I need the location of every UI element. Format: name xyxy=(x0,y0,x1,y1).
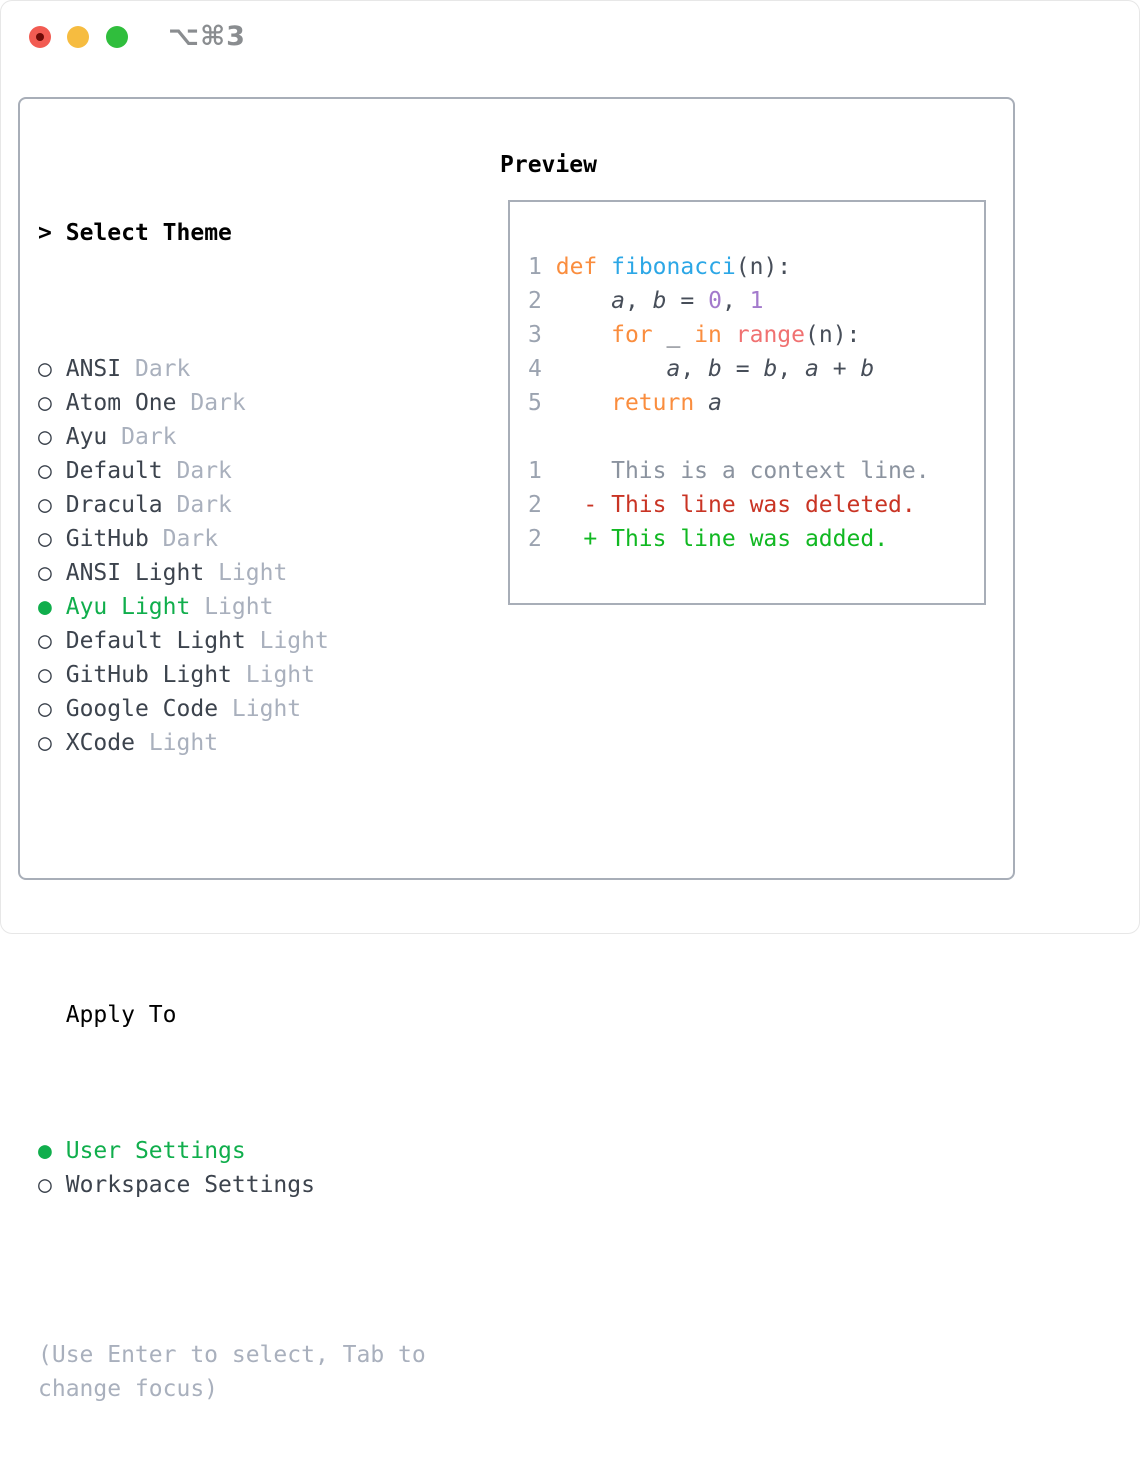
option-label: GitHub Light xyxy=(65,662,232,688)
radio-icon: ○ xyxy=(38,492,52,518)
radio-icon: ○ xyxy=(38,458,52,484)
radio-icon: ○ xyxy=(38,662,52,688)
select-theme-header: > Select Theme xyxy=(38,216,470,250)
option-label: Atom One xyxy=(65,390,177,416)
line-number: 1 xyxy=(528,254,542,280)
apply-option-workspace-settings[interactable]: ○ Workspace Settings xyxy=(38,1168,470,1202)
theme-option-google-code-light[interactable]: ○ Google Code Light xyxy=(38,692,470,726)
option-label: Default Light xyxy=(65,628,246,654)
option-label: GitHub xyxy=(65,526,149,552)
preview-line: 2 a, b = 0, 1 xyxy=(528,288,764,314)
apply-option-user-settings[interactable]: ● User Settings xyxy=(38,1134,470,1168)
theme-option-default-dark[interactable]: ○ Default Dark xyxy=(38,454,470,488)
option-label: Dracula xyxy=(65,492,163,518)
preview-line: 1 This is a context line. xyxy=(528,458,930,484)
theme-variant-tag: Dark xyxy=(190,390,246,416)
theme-variant-tag: Dark xyxy=(134,356,191,382)
theme-option-ayu-light-light[interactable]: ● Ayu Light Light xyxy=(38,590,470,624)
preview-line: 2 - This line was deleted. xyxy=(528,492,916,518)
line-number: 3 xyxy=(528,322,542,348)
preview-code: 1 def fibonacci(n): 2 a, b = 0, 1 3 for _ … xyxy=(510,202,984,556)
radio-selected-icon: ● xyxy=(38,594,52,620)
theme-option-dracula-dark[interactable]: ○ Dracula Dark xyxy=(38,488,470,522)
preview-line: 2 + This line was added. xyxy=(528,526,889,552)
zoom-button[interactable] xyxy=(106,26,128,48)
theme-option-default-light-light[interactable]: ○ Default Light Light xyxy=(38,624,470,658)
theme-variant-tag: Light xyxy=(245,662,315,688)
radio-icon: ○ xyxy=(38,730,52,756)
theme-option-github-light-light[interactable]: ○ GitHub Light Light xyxy=(38,658,470,692)
option-label: ANSI xyxy=(65,356,122,382)
theme-list: ○ ANSI Dark○ Atom One Dark○ Ayu Dark○ De… xyxy=(38,352,470,760)
theme-picker-panel: > Select Theme ○ ANSI Dark○ Atom One Dar… xyxy=(18,97,1015,1402)
apply-to-header: Apply To xyxy=(38,998,470,1032)
theme-option-github-dark[interactable]: ○ GitHub Dark xyxy=(38,522,470,556)
line-number: 2 xyxy=(528,288,542,314)
line-number: 1 xyxy=(528,458,542,484)
option-label: Google Code xyxy=(65,696,219,722)
preview-box: 1 def fibonacci(n): 2 a, b = 0, 1 3 for _ … xyxy=(508,200,986,605)
theme-variant-tag: Light xyxy=(259,628,329,654)
blank-line xyxy=(528,420,984,454)
option-label: User Settings xyxy=(65,1138,246,1164)
option-label: Ayu xyxy=(65,424,108,450)
preview-line: 4 a, b = b, a + b xyxy=(528,356,875,382)
theme-variant-tag: Light xyxy=(204,594,274,620)
theme-variant-tag: Dark xyxy=(162,526,219,552)
theme-variant-tag: Dark xyxy=(176,458,232,484)
option-label: ANSI Light xyxy=(65,560,205,586)
theme-option-ansi-light-light[interactable]: ○ ANSI Light Light xyxy=(38,556,470,590)
radio-icon: ○ xyxy=(38,696,52,722)
line-number: 2 xyxy=(528,492,542,518)
option-label: Ayu Light xyxy=(65,594,191,620)
radio-icon: ○ xyxy=(38,356,52,382)
keyboard-hint: (Use Enter to select, Tab to change focu… xyxy=(38,1342,426,1402)
line-number: 5 xyxy=(528,390,542,416)
radio-icon: ○ xyxy=(38,526,52,552)
radio-icon: ○ xyxy=(38,628,52,654)
preview-line: 3 for _ in range(n): xyxy=(528,322,861,348)
theme-variant-tag: Light xyxy=(218,560,288,586)
theme-variant-tag: Dark xyxy=(176,492,232,518)
option-label: Workspace Settings xyxy=(65,1172,315,1198)
apply-to-title: Apply To xyxy=(65,1002,177,1028)
theme-variant-tag: Light xyxy=(231,696,302,722)
preview-title: Preview xyxy=(500,152,597,178)
preview-line: 5 return a xyxy=(528,390,722,416)
option-label: Default xyxy=(65,458,163,484)
radio-icon: ○ xyxy=(38,390,52,416)
close-button[interactable] xyxy=(29,26,51,48)
line-number: 4 xyxy=(528,356,542,382)
radio-icon: ○ xyxy=(38,1172,52,1198)
theme-option-xcode-light[interactable]: ○ XCode Light xyxy=(38,726,470,760)
title-bar: ⌥⌘3 xyxy=(0,0,1140,75)
spacer xyxy=(38,862,470,896)
theme-option-atom-one-dark[interactable]: ○ Atom One Dark xyxy=(38,386,470,420)
apply-to-list: ● User Settings○ Workspace Settings xyxy=(38,1134,470,1202)
window-title-shortcut: ⌥⌘3 xyxy=(168,21,246,52)
left-column: > Select Theme ○ ANSI Dark○ Atom One Dar… xyxy=(38,148,470,1474)
preview-line: 1 def fibonacci(n): xyxy=(528,254,792,280)
option-label: XCode xyxy=(65,730,135,756)
theme-option-ansi-dark[interactable]: ○ ANSI Dark xyxy=(38,352,470,386)
app-window: ⌥⌘3 > Select Theme ○ ANSI Dark○ Atom One… xyxy=(0,0,1140,1402)
line-number: 2 xyxy=(528,526,542,552)
radio-icon: ○ xyxy=(38,560,52,586)
theme-variant-tag: Dark xyxy=(121,424,177,450)
theme-variant-tag: Light xyxy=(148,730,219,756)
radio-selected-icon: ● xyxy=(38,1138,52,1164)
focus-caret-icon: > xyxy=(38,220,52,246)
select-theme-title: Select Theme xyxy=(65,220,232,246)
minimize-button[interactable] xyxy=(67,26,89,48)
radio-icon: ○ xyxy=(38,424,52,450)
theme-option-ayu-dark[interactable]: ○ Ayu Dark xyxy=(38,420,470,454)
